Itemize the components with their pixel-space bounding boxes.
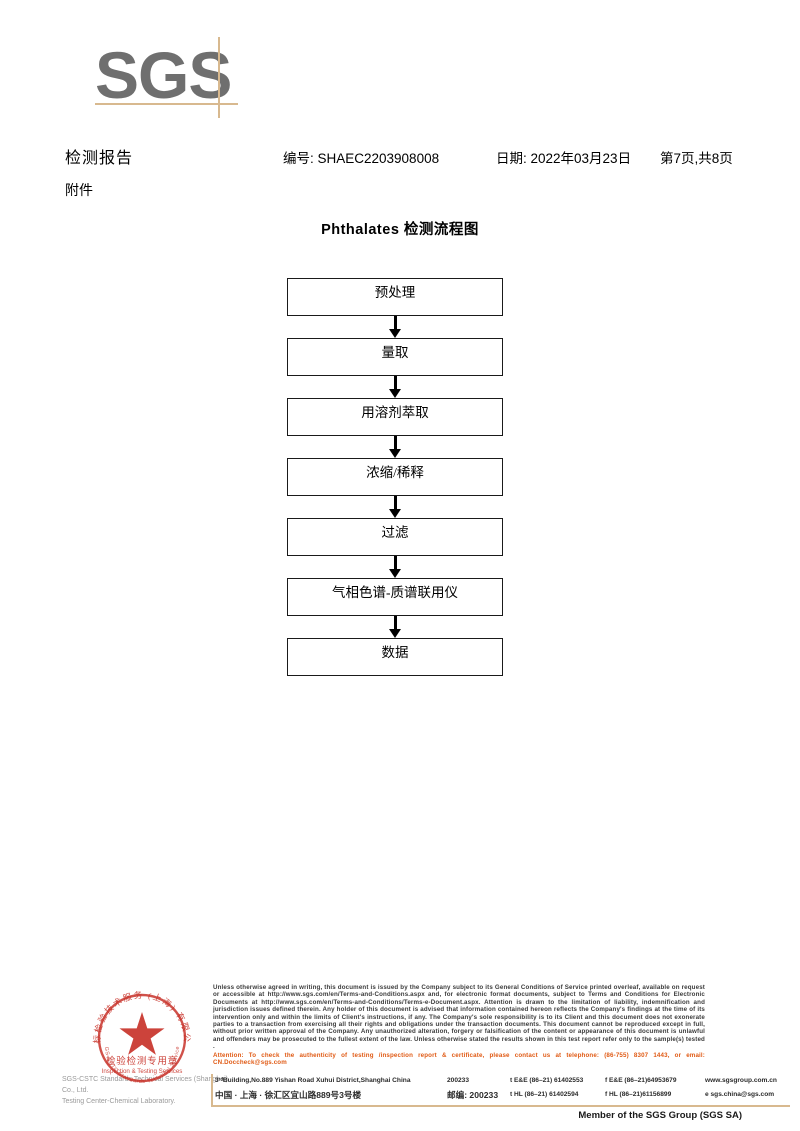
report-date: 日期: 2022年03月23日 — [496, 151, 632, 166]
arrow-shaft — [394, 316, 397, 332]
address-tel-cn: t HL (86–21) 61402594 — [510, 1091, 579, 1098]
flow-node-label: 浓缩/稀释 — [366, 465, 424, 480]
arrow-shaft — [394, 496, 397, 512]
flow-arrow — [287, 376, 503, 398]
member-notice: Member of the SGS Group (SGS SA) — [578, 1110, 742, 1121]
address-website[interactable]: www.sgsgroup.com.cn — [705, 1077, 777, 1084]
flow-node-data: 数据 — [287, 638, 503, 676]
address-horizontal-rule — [211, 1105, 790, 1107]
flow-node-pretreatment: 预处理 — [287, 278, 503, 316]
flow-arrow — [287, 616, 503, 638]
flow-node-solvent-extraction: 用溶剂萃取 — [287, 398, 503, 436]
footer-address-block: 3ʳᵈBuilding,No.889 Yishan Road Xuhui Dis… — [215, 1074, 790, 1102]
flowchart: 预处理 量取 用溶剂萃取 浓缩/稀释 过滤 — [287, 278, 503, 676]
flow-node-concentrate-dilute: 浓缩/稀释 — [287, 458, 503, 496]
attention-notice: Attention: To check the authenticity of … — [213, 1051, 705, 1067]
address-street-en: 3ʳᵈBuilding,No.889 Yishan Road Xuhui Dis… — [215, 1077, 411, 1084]
seal-icon: 商标检验技术服务 (上海) 有限公司 SGS-CSTC Standards Te… — [88, 984, 191, 1085]
terms-body: Unless otherwise agreed in writing, this… — [213, 984, 705, 1051]
flowchart-title: Phthalates 检测流程图 — [321, 222, 479, 238]
flow-node-label: 过滤 — [381, 525, 409, 540]
flow-node-label: 气相色谱-质谱联用仪 — [332, 585, 458, 600]
arrow-shaft — [394, 616, 397, 632]
logo-vertical-rule — [218, 37, 220, 118]
address-postcode-cn: 邮编: 200233 — [447, 1090, 499, 1100]
arrow-head-icon — [389, 569, 401, 578]
arrow-shaft — [394, 436, 397, 452]
flow-arrow — [287, 316, 503, 338]
address-vertical-rule — [211, 1074, 213, 1106]
flow-arrow — [287, 556, 503, 578]
address-email[interactable]: e sgs.china@sgs.com — [705, 1091, 775, 1098]
flow-node-gcms: 气相色谱-质谱联用仪 — [287, 578, 503, 616]
flow-arrow — [287, 496, 503, 518]
svg-text:检验检测专用章: 检验检测专用章 — [106, 1055, 178, 1067]
page-indicator: 第7页,共8页 — [660, 151, 733, 166]
address-fax-en: f E&E (86–21)64953679 — [605, 1077, 677, 1084]
address-street-cn: 中国 · 上海 · 徐汇区宜山路889号3号楼 — [215, 1090, 362, 1100]
arrow-head-icon — [389, 389, 401, 398]
flow-node-label: 用溶剂萃取 — [361, 405, 429, 420]
flow-node-label: 数据 — [381, 645, 409, 660]
lab-company-text: SGS-CSTC Standards Technical Services (S… — [62, 1074, 232, 1107]
arrow-head-icon — [389, 449, 401, 458]
footer-terms: Unless otherwise agreed in writing, this… — [213, 984, 705, 1066]
inspection-seal-stamp: 商标检验技术服务 (上海) 有限公司 SGS-CSTC Standards Te… — [88, 984, 196, 1092]
flow-node-label: 预处理 — [374, 285, 416, 300]
address-tel-en: t E&E (86–21) 61402553 — [510, 1077, 584, 1084]
arrow-head-icon — [389, 629, 401, 638]
page-title: 检测报告 — [65, 150, 134, 167]
address-postcode-en: 200233 — [447, 1077, 470, 1084]
arrow-head-icon — [389, 509, 401, 518]
logo-horizontal-rule — [95, 103, 238, 105]
report-number: 编号: SHAEC2203908008 — [283, 151, 440, 166]
arrow-shaft — [394, 556, 397, 572]
flow-node-measure: 量取 — [287, 338, 503, 376]
arrow-shaft — [394, 376, 397, 392]
flow-arrow — [287, 436, 503, 458]
address-row-cn: 中国 · 上海 · 徐汇区宜山路889号3号楼 邮编: 200233 t HL … — [215, 1088, 790, 1102]
flow-node-label: 量取 — [381, 345, 409, 360]
lab-company-line1: SGS-CSTC Standards Technical Services (S… — [62, 1076, 229, 1094]
arrow-head-icon — [389, 329, 401, 338]
sgs-logo: SGS — [95, 30, 245, 125]
flow-node-filtration: 过滤 — [287, 518, 503, 556]
lab-company-line2: Testing Center-Chemical Laboratory. — [62, 1098, 176, 1105]
address-row-en: 3ʳᵈBuilding,No.889 Yishan Road Xuhui Dis… — [215, 1074, 790, 1088]
svg-text:Inspection & Testing Services: Inspection & Testing Services — [102, 1068, 183, 1075]
sgs-logo-text: SGS — [95, 38, 232, 112]
address-fax-cn: f HL (86–21)61156899 — [605, 1091, 672, 1098]
attachment-label: 附件 — [65, 182, 93, 198]
